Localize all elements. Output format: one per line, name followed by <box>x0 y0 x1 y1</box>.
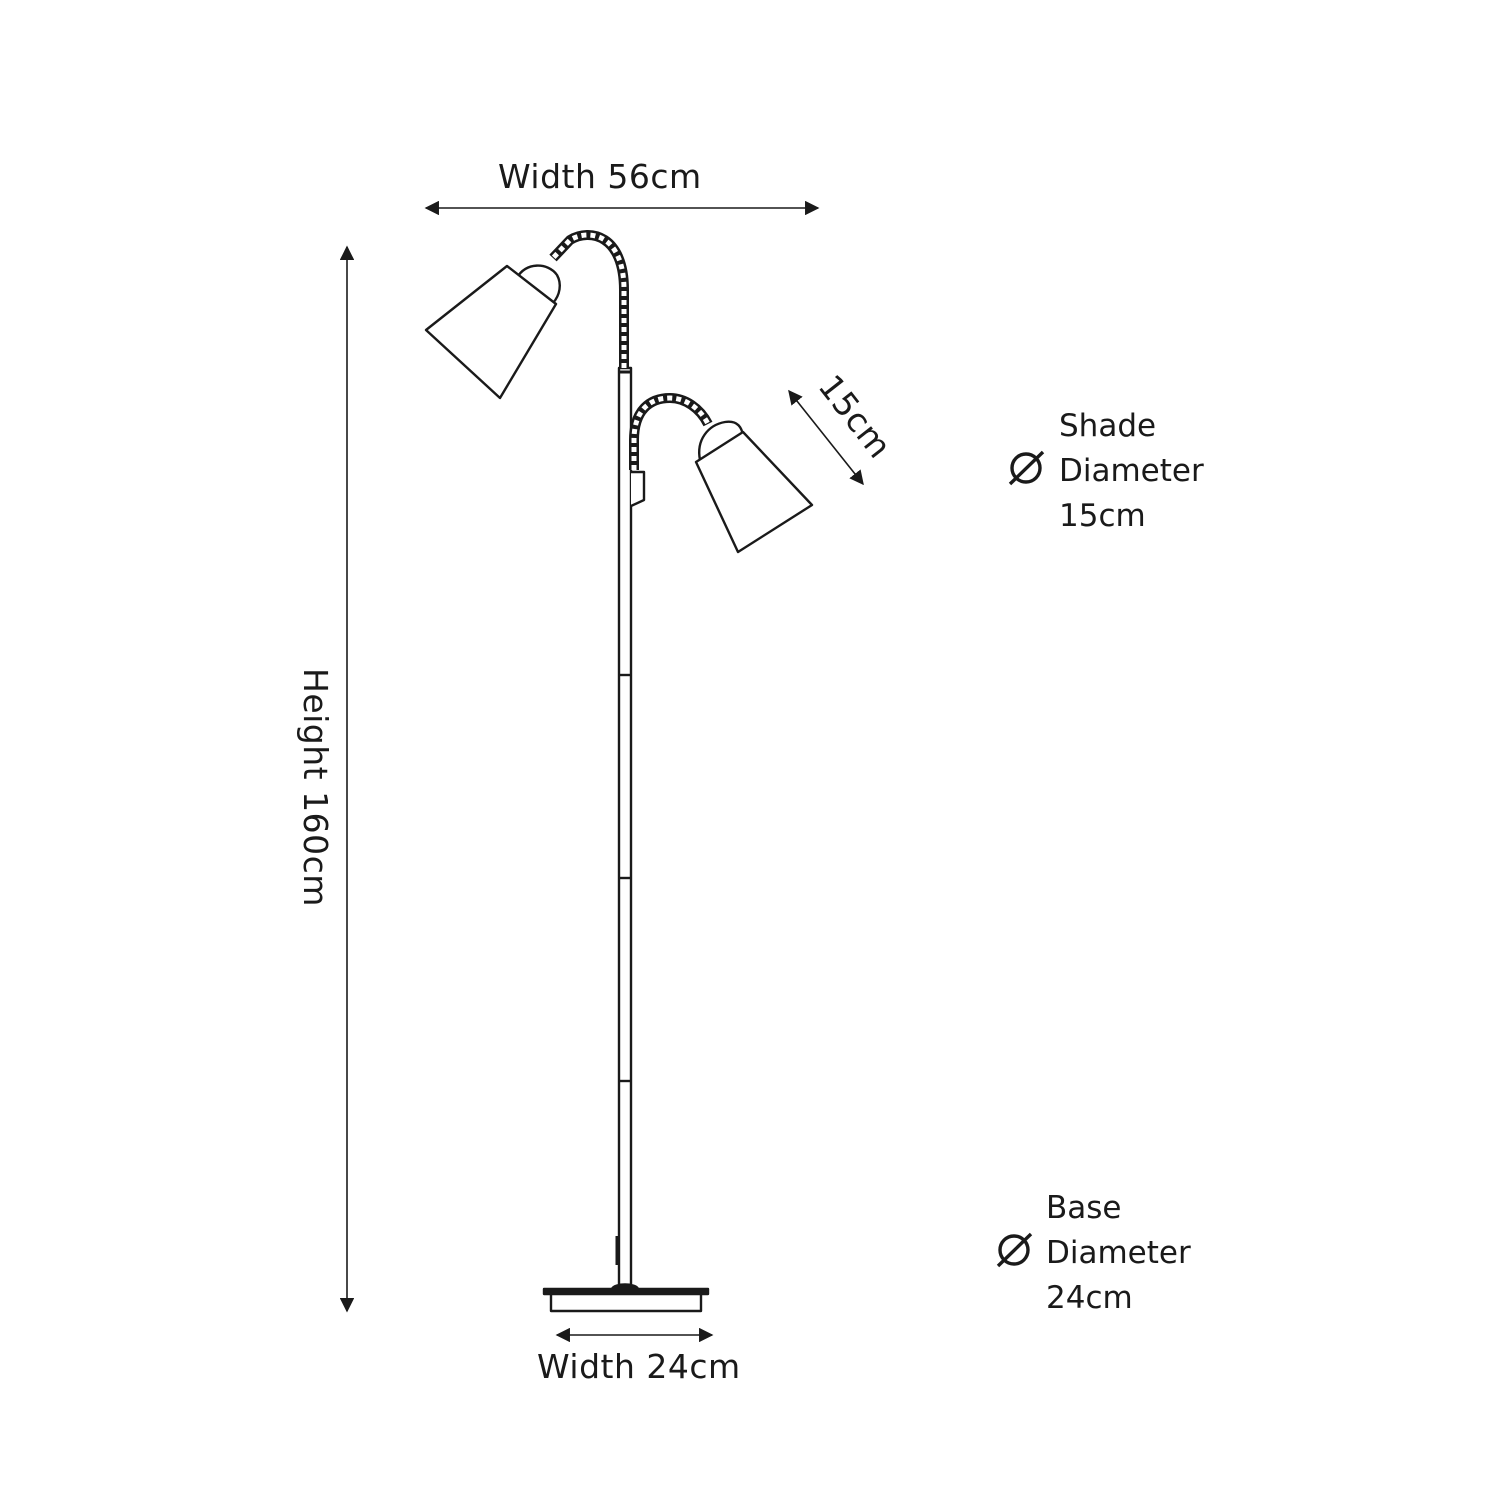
lower-lamp-head <box>694 420 814 554</box>
base-spec-diameter-row: Diameter <box>1046 1231 1191 1276</box>
base-diameter-symbol-icon <box>996 1232 1033 1268</box>
base-spec-line1: Base <box>1046 1190 1122 1226</box>
lamp-base <box>542 1283 710 1313</box>
shade-diameter-spec: Shade Diameter 15cm <box>1059 404 1204 539</box>
shade-size-arrow <box>788 389 864 486</box>
shade-spec-title: Shade <box>1059 404 1204 449</box>
base-spec-title: Base <box>1046 1186 1191 1231</box>
base-spec-line3: 24cm <box>1046 1280 1133 1316</box>
shade-spec-line2: Diameter <box>1059 453 1204 489</box>
shade-spec-line3: 15cm <box>1059 498 1146 534</box>
overall-width-label: Width 56cm <box>498 157 702 196</box>
base-spec-value-row: 24cm <box>1046 1276 1191 1321</box>
base-width-label: Width 24cm <box>537 1347 741 1386</box>
upper-gooseneck-arm <box>549 230 629 368</box>
lower-gooseneck-arm <box>629 393 713 470</box>
shade-spec-line1: Shade <box>1059 408 1157 444</box>
lamp-drawing <box>424 230 814 1313</box>
shade-spec-diameter-row: Diameter <box>1059 449 1204 494</box>
lamp-pole <box>615 366 646 1290</box>
base-spec-line2: Diameter <box>1046 1235 1191 1271</box>
shade-diameter-symbol-icon <box>1008 450 1045 486</box>
shade-spec-value-row: 15cm <box>1059 494 1204 539</box>
upper-lamp-head <box>424 264 561 400</box>
height-label: Height 160cm <box>296 668 335 907</box>
base-diameter-spec: Base Diameter 24cm <box>1046 1186 1191 1321</box>
